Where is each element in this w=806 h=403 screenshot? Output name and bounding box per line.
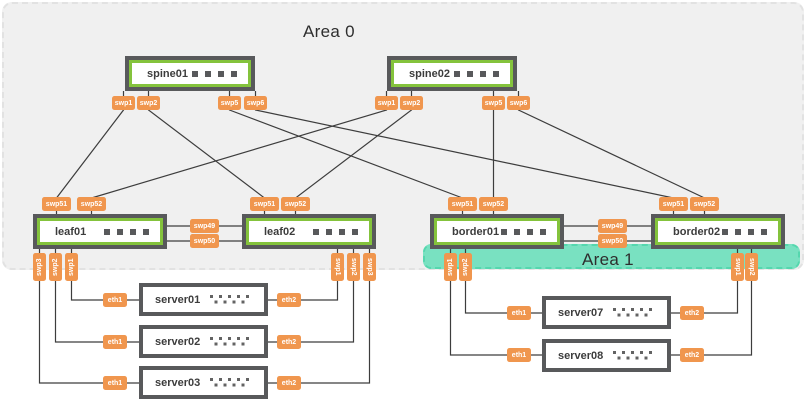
port-spine02-swp2: swp2 (400, 96, 423, 110)
port-border01-swp51: swp51 (448, 197, 477, 211)
port-server01-eth1: eth1 (103, 293, 127, 307)
port-leaf01-swp1: swp1 (65, 253, 78, 281)
switch-label: border01 (452, 225, 500, 238)
switch-body: leaf02 (249, 221, 369, 242)
port-leaf02-swp2: swp2 (347, 253, 360, 281)
port-server03-eth2: eth2 (277, 376, 301, 390)
port-server01-eth2: eth2 (277, 293, 301, 307)
switch-label: spine01 (147, 67, 188, 80)
server-server02: server02 (139, 325, 268, 358)
switch-body: border02 (658, 221, 778, 242)
port-border01-swp52: swp52 (479, 197, 508, 211)
port-server08-eth1: eth1 (507, 348, 531, 362)
switch-label: spine02 (409, 67, 450, 80)
port-border02-swp1: swp1 (731, 253, 744, 281)
port-led-icons (192, 70, 237, 77)
port-borderpeer-swp49: swp49 (598, 219, 627, 233)
switch-label: border02 (673, 225, 721, 238)
port-leaf01-swp2: swp2 (49, 253, 62, 281)
port-leaf02-swp1: swp1 (331, 253, 344, 281)
link-spine02swp6-border02swp52 (517, 91, 706, 214)
vent-dots-icon (613, 351, 652, 360)
port-leaf01-swp3: swp3 (33, 253, 46, 281)
port-spine01-swp5: swp5 (218, 96, 241, 110)
port-leaf02-swp51: swp51 (250, 197, 279, 211)
port-server07-eth1: eth1 (507, 306, 531, 320)
area0-label: Area 0 (303, 22, 355, 41)
port-server08-eth2: eth2 (680, 348, 704, 362)
switch-label: leaf02 (264, 225, 296, 238)
port-server03-eth1: eth1 (103, 376, 127, 390)
server-label: server03 (155, 376, 201, 389)
link-border01swp2-server07eth1 (464, 249, 542, 314)
port-server07-eth2: eth2 (680, 306, 704, 320)
switch-spine01: spine01 (125, 56, 255, 91)
port-led-icons (104, 228, 149, 235)
port-leaf01-swp51: swp51 (42, 197, 71, 211)
link-leaf02swp3-server03eth2 (268, 249, 371, 384)
port-spine01-swp6: swp6 (244, 96, 267, 110)
server-label: server01 (155, 293, 201, 306)
link-spine01swp6-border02swp51 (254, 91, 675, 214)
port-server02-eth2: eth2 (277, 335, 301, 349)
server-label: server08 (558, 349, 604, 362)
port-border01-swp2: swp2 (459, 253, 472, 281)
port-leafpeer-swp50: swp50 (190, 234, 219, 248)
port-spine02-swp6: swp6 (507, 96, 530, 110)
port-led-icons (454, 70, 499, 77)
port-spine01-swp1: swp1 (112, 96, 135, 110)
switch-leaf02: leaf02 (242, 214, 376, 249)
switch-border01: border01 (430, 214, 564, 249)
port-server02-eth1: eth1 (103, 335, 127, 349)
switch-body: spine01 (132, 63, 248, 84)
server-server08: server08 (542, 339, 671, 372)
port-led-icons (501, 228, 546, 235)
port-borderpeer-swp50: swp50 (598, 234, 627, 248)
port-spine01-swp2: swp2 (137, 96, 160, 110)
server-server01: server01 (139, 283, 268, 316)
vent-dots-icon (613, 308, 652, 317)
port-leaf01-swp52: swp52 (77, 197, 106, 211)
server-server03: server03 (139, 366, 268, 399)
port-border02-swp52: swp52 (690, 197, 719, 211)
port-leaf02-swp3: swp3 (363, 253, 376, 281)
switch-body: spine02 (394, 63, 510, 84)
area1-label: Area 1 (582, 250, 634, 269)
port-border01-swp1: swp1 (444, 253, 457, 281)
switch-body: border01 (437, 221, 557, 242)
switch-body: leaf01 (40, 221, 160, 242)
vent-dots-icon (210, 378, 249, 387)
port-leaf02-swp52: swp52 (281, 197, 310, 211)
port-led-icons (722, 228, 767, 235)
port-border02-swp2: swp2 (745, 253, 758, 281)
port-spine02-swp1: swp1 (375, 96, 398, 110)
link-border02swp1-server07eth2 (671, 249, 739, 314)
port-border02-swp51: swp51 (659, 197, 688, 211)
server-label: server02 (155, 335, 201, 348)
port-leafpeer-swp49: swp49 (190, 219, 219, 233)
switch-label: leaf01 (55, 225, 87, 238)
switch-leaf01: leaf01 (33, 214, 167, 249)
switch-spine02: spine02 (387, 56, 517, 91)
server-label: server07 (558, 306, 604, 319)
vent-dots-icon (210, 337, 249, 346)
port-led-icons (313, 228, 358, 235)
server-server07: server07 (542, 296, 671, 329)
port-spine02-swp5: swp5 (482, 96, 505, 110)
switch-border02: border02 (651, 214, 785, 249)
vent-dots-icon (210, 295, 249, 304)
